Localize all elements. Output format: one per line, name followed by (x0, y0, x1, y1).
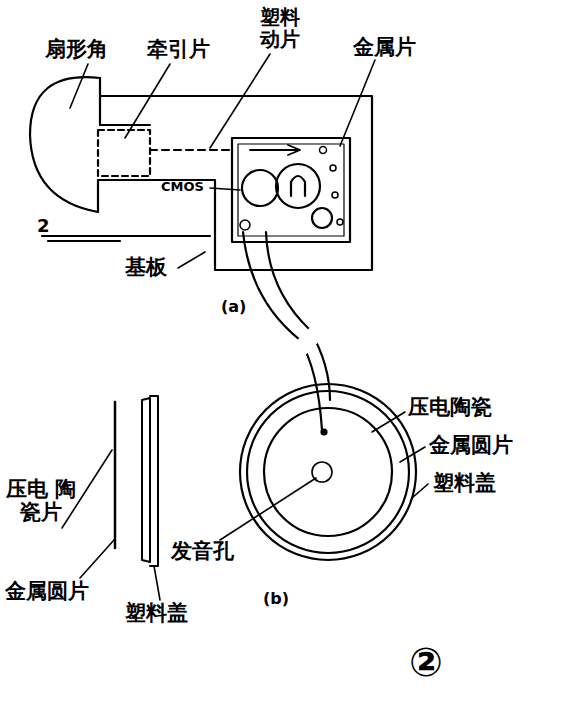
plastic-moving-piece (150, 149, 232, 151)
part-label: 金属片 (352, 36, 417, 59)
part-label: 塑料盖 (124, 602, 189, 625)
fan-horn-edge (99, 78, 101, 125)
plastic-cover-side (150, 396, 158, 566)
piezo-ceramic (264, 408, 392, 536)
component-mark (291, 176, 305, 196)
housing-outline (100, 96, 372, 270)
part-label: 金属圆片 (4, 580, 90, 603)
board-edge (238, 144, 344, 236)
housing-edge (100, 124, 150, 126)
part-label: 扇形角 (44, 38, 109, 61)
leader-lines (62, 54, 428, 600)
substrate-line (42, 236, 210, 241)
traction-piece (98, 130, 150, 176)
piezo-sheet-side (114, 402, 117, 548)
part-label: 2 (36, 216, 51, 236)
figure-number: ② (408, 640, 444, 684)
part-label: 基板 (124, 256, 168, 279)
part-label: 发音孔 (170, 540, 235, 563)
metal-piece (250, 145, 300, 155)
part-label: 压电陶瓷 (407, 396, 493, 419)
metal-disc-side (142, 398, 150, 562)
panel-label: (a) (220, 298, 247, 316)
part-label: 塑料盖 (432, 472, 497, 495)
part-label: 金属圆片 (428, 434, 514, 457)
plastic-cover (240, 384, 416, 560)
part-label: 牵引片 (146, 38, 211, 61)
cmos-chip (242, 170, 278, 206)
wire (243, 232, 322, 430)
component (312, 208, 332, 228)
part-label: 压电 陶瓷片 (4, 478, 77, 524)
part-label: 塑料 动片 (256, 6, 304, 50)
metal-disc (247, 391, 409, 553)
circuit-board (232, 138, 350, 242)
leader-line (178, 252, 205, 268)
wire (266, 232, 330, 400)
panel-label: (b) (262, 590, 290, 608)
part-label: CMOS (160, 180, 205, 194)
component (276, 164, 320, 208)
